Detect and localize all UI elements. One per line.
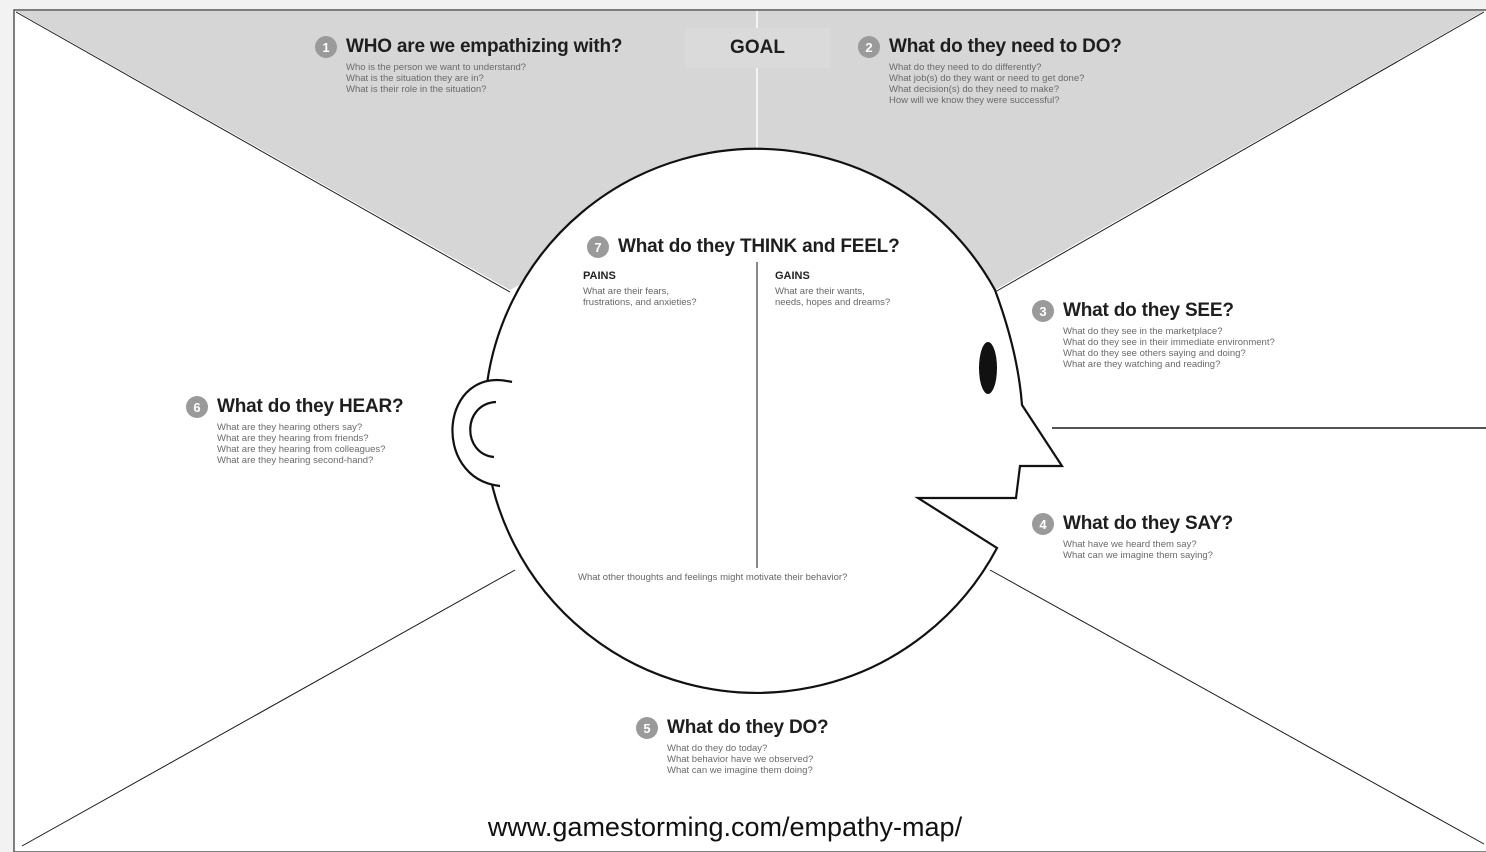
divider-bottom-left: [21, 569, 516, 847]
ear-inner: [469, 400, 497, 459]
badge-2: 2: [858, 36, 880, 58]
badge-7: 7: [587, 236, 609, 258]
hear-line: What are they hearing from friends?: [217, 433, 369, 444]
section-think-feel: 7 What do they THINK and FEEL?: [587, 236, 900, 258]
gains-label: GAINS: [775, 270, 810, 282]
see-line: What do they see in their immediate envi…: [1063, 337, 1275, 348]
divider-top-right: [994, 11, 1485, 293]
badge-5: 5: [636, 717, 658, 739]
do-line: What behavior have we observed?: [667, 754, 814, 765]
hear-questions: What are they hearing others say? What a…: [217, 422, 403, 466]
pains-line: frustrations, and anxieties?: [583, 297, 697, 308]
say-questions: What have we heard them say? What can we…: [1063, 539, 1233, 561]
say-line: What can we imagine them saying?: [1063, 550, 1213, 561]
see-line: What do they see others saying and doing…: [1063, 348, 1246, 359]
do-line: What can we imagine them doing?: [667, 765, 813, 776]
need-line: How will we know they were successful?: [889, 95, 1060, 106]
badge-4: 4: [1032, 513, 1054, 535]
see-line: What are they watching and reading?: [1063, 359, 1221, 370]
pains-line: What are their fears,: [583, 286, 670, 297]
need-line: What job(s) do they want or need to get …: [889, 73, 1085, 84]
do-line: What do they do today?: [667, 743, 768, 754]
ear: [451, 379, 513, 488]
who-questions: Who is the person we want to understand?…: [346, 62, 622, 95]
section-do: 5 What do they DO? What do they do today…: [636, 717, 829, 776]
say-line: What have we heard them say?: [1063, 539, 1197, 550]
head-outline: [483, 147, 1065, 694]
gains-line: needs, hopes and dreams?: [775, 297, 891, 308]
divider-bottom-right: [989, 569, 1485, 845]
see-title: What do they SEE?: [1063, 300, 1234, 321]
source-url: www.gamestorming.com/empathy-map/: [487, 812, 963, 842]
do-questions: What do they do today? What behavior hav…: [667, 743, 828, 776]
say-title: What do they SAY?: [1063, 513, 1234, 534]
need-line: What decision(s) do they need to make?: [889, 84, 1060, 95]
section-see: 3 What do they SEE? What do they see in …: [1032, 300, 1275, 370]
hear-title: What do they HEAR?: [217, 396, 404, 417]
who-line: What is their role in the situation?: [346, 84, 487, 95]
gains-questions: What are their wants, needs, hopes and d…: [775, 286, 890, 308]
section-who: 1 WHO are we empathizing with? Who is th…: [315, 36, 622, 95]
section-hear: 6 What do they HEAR? What are they heari…: [186, 396, 404, 466]
pains-questions: What are their fears, frustrations, and …: [583, 286, 697, 308]
who-title: WHO are we empathizing with?: [346, 36, 623, 57]
eye: [979, 342, 997, 394]
who-line: What is the situation they are in?: [346, 73, 484, 84]
section-say: 4 What do they SAY? What have we heard t…: [1032, 513, 1233, 561]
see-line: What do they see in the marketplace?: [1063, 326, 1223, 337]
need-to-do-title: What do they need to DO?: [889, 36, 1122, 57]
see-questions: What do they see in the marketplace? Wha…: [1063, 326, 1275, 370]
badge-6: 6: [186, 396, 208, 418]
divider-top-left: [15, 11, 511, 293]
need-to-do-questions: What do they need to do differently? Wha…: [889, 62, 1122, 106]
pains-label: PAINS: [583, 270, 616, 282]
hear-line: What are they hearing from colleagues?: [217, 444, 386, 455]
hear-line: What are they hearing second-hand?: [217, 455, 374, 466]
goal-box: GOAL: [685, 28, 830, 68]
goal-label: GOAL: [730, 37, 785, 58]
think-feel-title: What do they THINK and FEEL?: [618, 236, 900, 257]
need-line: What do they need to do differently?: [889, 62, 1042, 73]
pains-column: PAINS What are their fears, frustrations…: [583, 270, 697, 308]
do-title: What do they DO?: [667, 717, 829, 738]
badge-3: 3: [1032, 300, 1054, 322]
section-need-to-do: 2 What do they need to DO? What do they …: [858, 36, 1122, 106]
badge-1: 1: [315, 36, 337, 58]
other-thoughts-question: What other thoughts and feelings might m…: [578, 572, 848, 583]
hear-line: What are they hearing others say?: [217, 422, 363, 433]
gains-column: GAINS What are their wants, needs, hopes…: [775, 270, 890, 308]
who-line: Who is the person we want to understand?: [346, 62, 527, 73]
gains-line: What are their wants,: [775, 286, 865, 297]
